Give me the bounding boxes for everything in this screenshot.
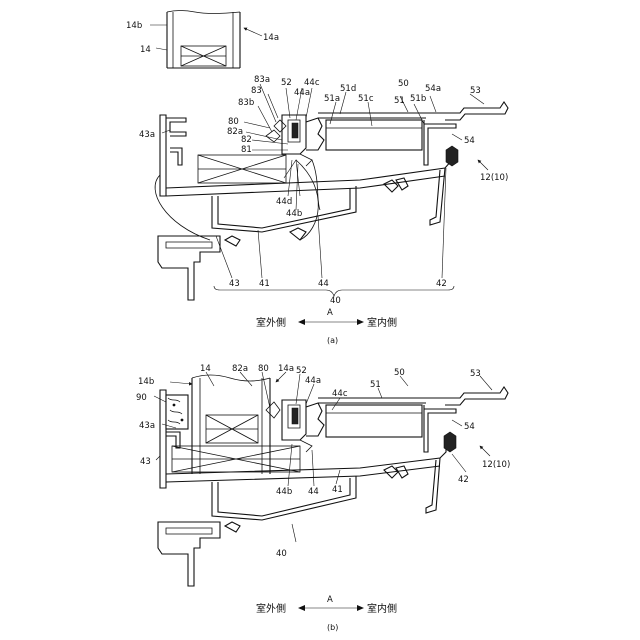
lower-frame-40-b [158, 375, 508, 586]
label-54a: 54a [425, 84, 441, 94]
label-53: 53 [470, 369, 481, 379]
label-12-10: 12(10) [482, 460, 510, 470]
label-44b: 44b [286, 209, 302, 219]
label-40: 40 [330, 296, 341, 306]
label-51: 51 [394, 96, 405, 106]
figure-a: 14b 14 14a [126, 11, 508, 346]
label-43a: 43a [139, 130, 155, 140]
label-14-inset: 14 [140, 45, 151, 55]
label-51b: 51b [410, 94, 426, 104]
leaders-a [162, 84, 488, 296]
label-44a: 44a [305, 376, 321, 386]
direction-a-outdoor: 室外側 [256, 316, 286, 329]
label-44c: 44c [332, 389, 348, 399]
label-90: 90 [136, 393, 147, 403]
label-51: 51 [370, 380, 381, 390]
label-42: 42 [458, 475, 469, 485]
direction-a-top: A [327, 308, 333, 318]
label-80: 80 [228, 117, 239, 127]
direction-indicator-b: A 室外側 室内側 [256, 595, 397, 615]
label-14a: 14a [278, 364, 294, 374]
caption-a: (a) [327, 336, 338, 345]
label-43: 43 [140, 457, 151, 467]
label-83a: 83a [254, 75, 270, 85]
label-43a: 43a [139, 421, 155, 431]
label-51c: 51c [358, 94, 374, 104]
label-41: 41 [332, 485, 343, 495]
label-42: 42 [436, 279, 447, 289]
label-41: 41 [259, 279, 270, 289]
label-12-10: 12(10) [480, 173, 508, 183]
label-51a: 51a [324, 94, 340, 104]
label-44: 44 [318, 279, 329, 289]
direction-b-outdoor: 室外側 [256, 602, 286, 615]
label-52: 52 [281, 78, 292, 88]
label-44a: 44a [294, 88, 310, 98]
direction-b-top: A [327, 595, 333, 605]
label-50: 50 [398, 79, 409, 89]
label-80: 80 [258, 364, 269, 374]
label-43: 43 [229, 279, 240, 289]
label-54: 54 [464, 422, 475, 432]
label-52: 52 [296, 366, 307, 376]
label-14: 14 [200, 364, 211, 374]
label-40: 40 [276, 549, 287, 559]
label-83: 83 [251, 86, 262, 96]
inset-panel-14: 14b 14 14a [126, 11, 279, 69]
direction-a-indoor: 室内側 [367, 316, 397, 329]
label-44b: 44b [276, 487, 292, 497]
label-50: 50 [394, 368, 405, 378]
label-82a: 82a [232, 364, 248, 374]
label-44c: 44c [304, 78, 320, 88]
label-14b: 14b [138, 377, 154, 387]
label-82: 82 [241, 135, 252, 145]
label-44: 44 [308, 487, 319, 497]
label-14b-inset: 14b [126, 21, 142, 31]
label-81: 81 [241, 145, 252, 155]
direction-b-indoor: 室内側 [367, 602, 397, 615]
label-44d: 44d [276, 197, 292, 207]
lower-frame-40-a [155, 102, 508, 300]
label-53: 53 [470, 86, 481, 96]
direction-indicator-a: A 室外側 室内側 [256, 308, 397, 329]
figure-b: 14b 14 82a 80 14a 52 44a 50 90 44c 51 53… [136, 364, 510, 632]
label-54: 54 [464, 136, 475, 146]
label-51d: 51d [340, 84, 356, 94]
label-83b: 83b [238, 98, 254, 108]
label-14a-inset: 14a [263, 33, 279, 43]
caption-b: (b) [327, 623, 338, 632]
